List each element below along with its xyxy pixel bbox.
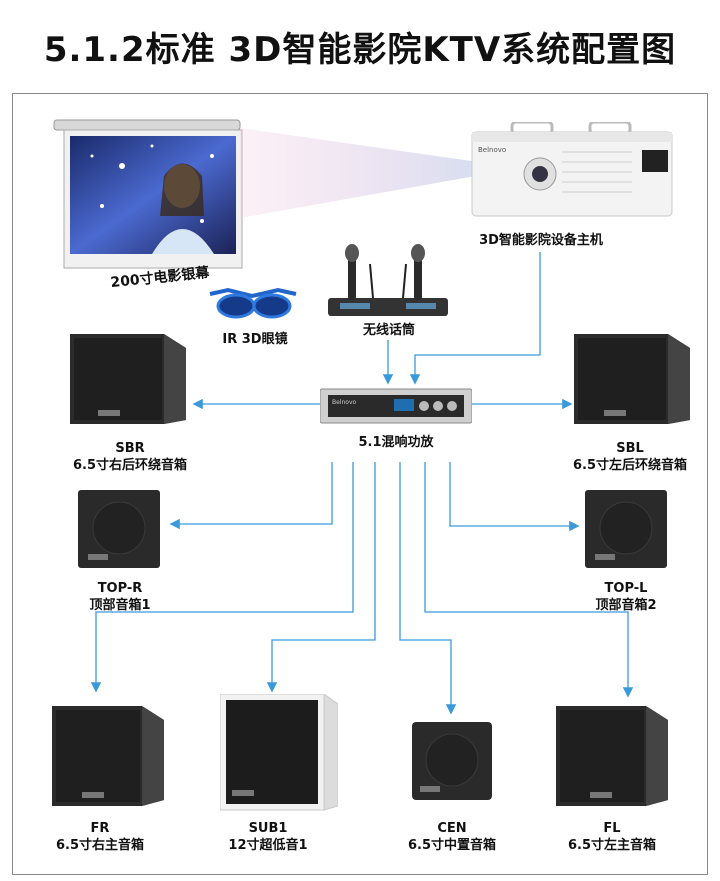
amplifier: Belnovo — [320, 388, 472, 424]
host-label: 3D智能影院设备主机 — [479, 233, 603, 248]
speaker-sub1-code: SUB1 — [248, 821, 288, 836]
mic-label: 无线话筒 — [362, 323, 415, 338]
speaker-fr-desc: 6.5寸右主音箱 — [55, 838, 145, 853]
speaker-fr — [52, 706, 164, 806]
speaker-cen-desc: 6.5寸中置音箱 — [407, 838, 497, 853]
speaker-sbl-desc: 6.5寸左后环绕音箱 — [572, 458, 688, 473]
speaker-top-l-code: TOP-L — [604, 581, 648, 596]
wire-amp-cen — [399, 462, 457, 715]
projection-beam — [240, 128, 520, 218]
speaker-sbl-code: SBL — [616, 441, 644, 456]
speaker-sbr-label: SBR 6.5寸右后环绕音箱 — [60, 440, 200, 474]
wire-amp-topl — [449, 462, 580, 532]
speaker-top-l-label: TOP-L 顶部音箱2 — [566, 580, 686, 614]
speaker-top-r-code: TOP-R — [97, 581, 143, 596]
wire-amp-fr — [90, 462, 354, 693]
diagram-frame — [12, 93, 708, 875]
wire-amp-sub — [266, 462, 376, 693]
amp-label: 5.1混响功放 — [358, 435, 434, 450]
glasses-3d — [209, 287, 297, 319]
speaker-fr-label: FR 6.5寸右主音箱 — [40, 820, 160, 854]
glasses-label: IR 3D眼镜 — [222, 332, 288, 347]
speaker-sbr-desc: 6.5寸右后环绕音箱 — [72, 458, 188, 473]
speaker-fl-desc: 6.5寸左主音箱 — [567, 838, 657, 853]
wireless-mic — [328, 244, 448, 316]
speaker-fl-code: FL — [603, 821, 621, 836]
wire-amp-fl — [424, 462, 634, 698]
speaker-cen-label: CEN 6.5寸中置音箱 — [392, 820, 512, 854]
wire-host-amp — [409, 252, 541, 385]
speaker-top-l-desc: 顶部音箱2 — [595, 598, 657, 613]
speaker-sub1-label: SUB1 12寸超低音1 — [208, 820, 328, 854]
speaker-sbr-code: SBR — [115, 441, 145, 456]
speaker-sub1-desc: 12寸超低音1 — [228, 838, 308, 853]
speaker-top-r — [78, 490, 160, 568]
speaker-fl — [556, 706, 668, 806]
projection-screen — [53, 119, 243, 269]
svg-text:Belnovo: Belnovo — [332, 399, 356, 406]
speaker-fl-label: FL 6.5寸左主音箱 — [552, 820, 672, 854]
speaker-sbl — [574, 334, 690, 424]
speaker-cen — [412, 722, 492, 800]
speaker-sub1 — [220, 694, 338, 811]
page-title: 5.1.2标准 3D智能影院KTV系统配置图 — [43, 30, 677, 70]
speaker-top-r-label: TOP-R 顶部音箱1 — [60, 580, 180, 614]
wire-amp-topr — [169, 462, 333, 530]
speaker-cen-code: CEN — [437, 821, 467, 836]
svg-text:Belnovo: Belnovo — [478, 146, 506, 154]
speaker-top-l — [585, 490, 667, 568]
speaker-sbr — [70, 334, 186, 424]
speaker-sbl-label: SBL 6.5寸左后环绕音箱 — [560, 440, 700, 474]
projector-host: Belnovo — [471, 122, 673, 217]
speaker-fr-code: FR — [90, 821, 110, 836]
speaker-top-r-desc: 顶部音箱1 — [89, 598, 151, 613]
